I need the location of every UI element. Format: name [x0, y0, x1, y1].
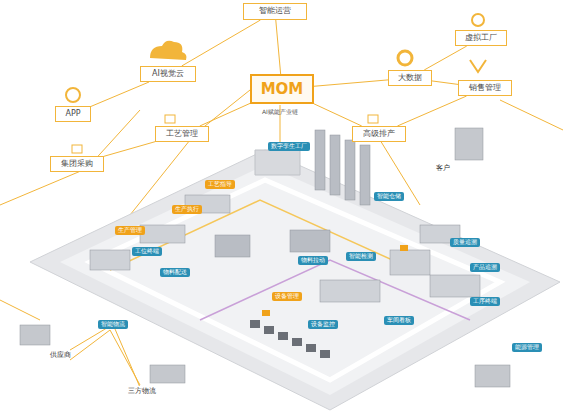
node-text: 工艺管理	[166, 130, 198, 139]
node-text: 产品追溯	[473, 264, 497, 271]
connector-line	[276, 20, 281, 74]
node-text: 智能运营	[259, 7, 291, 16]
callout-tag: 能源管理	[512, 343, 542, 352]
module-box: AI视觉云	[140, 66, 196, 82]
callout-tag: 车间看板	[384, 316, 414, 325]
node-text: 数字孪生工厂	[271, 143, 307, 150]
node-text: 生产执行	[175, 206, 199, 213]
node-text: 集团采购	[61, 160, 93, 169]
callout-tag: 生产执行	[172, 205, 202, 214]
node-text: APP	[65, 110, 80, 119]
node-text: 虚拟工厂	[465, 34, 497, 43]
callout-tag: 生产管理	[115, 226, 145, 235]
connector-line	[314, 80, 388, 86]
callout-tag: 物料拉动	[298, 256, 328, 265]
node-text: 智能检测	[349, 253, 373, 260]
connector-line	[432, 81, 458, 84]
node-text: AI视觉云	[152, 70, 184, 79]
module-box: 客户	[428, 162, 458, 176]
connector-line	[314, 104, 362, 126]
callout-tag: 产品追溯	[470, 263, 500, 272]
module-box: 高级排产	[352, 126, 406, 142]
callout-tag: 工序终端	[470, 297, 500, 306]
callout-tag: 工艺指导	[205, 180, 235, 189]
node-text: 三方物流	[128, 388, 156, 396]
node-text: 物料拉动	[301, 257, 325, 264]
node-text: 高级排产	[363, 130, 395, 139]
node-text: 销售管理	[469, 84, 501, 93]
connector-line	[104, 142, 155, 157]
connector-line	[182, 20, 261, 66]
callout-tag: 智能物流	[98, 320, 128, 329]
module-box: 大数据	[388, 70, 432, 86]
node-text: 设备监控	[311, 321, 335, 328]
callout-tag: 设备管理	[272, 292, 302, 301]
connector-line	[424, 46, 467, 70]
node-text: 工位终端	[135, 248, 159, 255]
module-box: 虚拟工厂	[455, 30, 507, 46]
node-text: 供应商	[50, 352, 71, 360]
module-box: 工艺管理	[155, 126, 209, 142]
node-text: 车间看板	[387, 317, 411, 324]
callout-tag: 数字孪生工厂	[268, 142, 310, 151]
node-text: 智能物流	[101, 321, 125, 328]
node-text: 质量追溯	[453, 239, 477, 246]
callout-tag: 智能仓储	[374, 192, 404, 201]
node-text: 物料配送	[163, 269, 187, 276]
callout-tag: 设备监控	[308, 320, 338, 329]
connector-line	[115, 329, 140, 386]
module-box: 供应商	[40, 350, 80, 362]
node-text: 智能仓储	[377, 193, 401, 200]
callout-tag: 智能检测	[346, 252, 376, 261]
node-text: MOM	[261, 81, 304, 98]
callout-tag: 物料配送	[160, 268, 190, 277]
callout-tag: 质量追溯	[450, 238, 480, 247]
caption-label: AI赋能产业链	[262, 108, 298, 117]
callout-tag: 工位终端	[132, 247, 162, 256]
node-text: 客户	[436, 165, 450, 173]
node-text: 工序终端	[473, 298, 497, 305]
connector-line	[91, 82, 149, 106]
module-box: APP	[55, 106, 91, 122]
module-box: 销售管理	[458, 80, 512, 96]
node-text: 设备管理	[275, 293, 299, 300]
connector-line	[70, 329, 106, 350]
module-box: 智能运营	[243, 3, 307, 20]
node-text: 工艺指导	[208, 181, 232, 188]
node-text: 大数据	[398, 74, 422, 83]
module-box: 三方物流	[120, 386, 164, 398]
connector-line	[397, 96, 466, 126]
system-box: MOM	[250, 74, 314, 104]
module-box: 集团采购	[50, 156, 104, 172]
node-text: 能源管理	[515, 344, 539, 351]
node-text: 生产管理	[118, 227, 142, 234]
connector-line	[200, 103, 250, 126]
